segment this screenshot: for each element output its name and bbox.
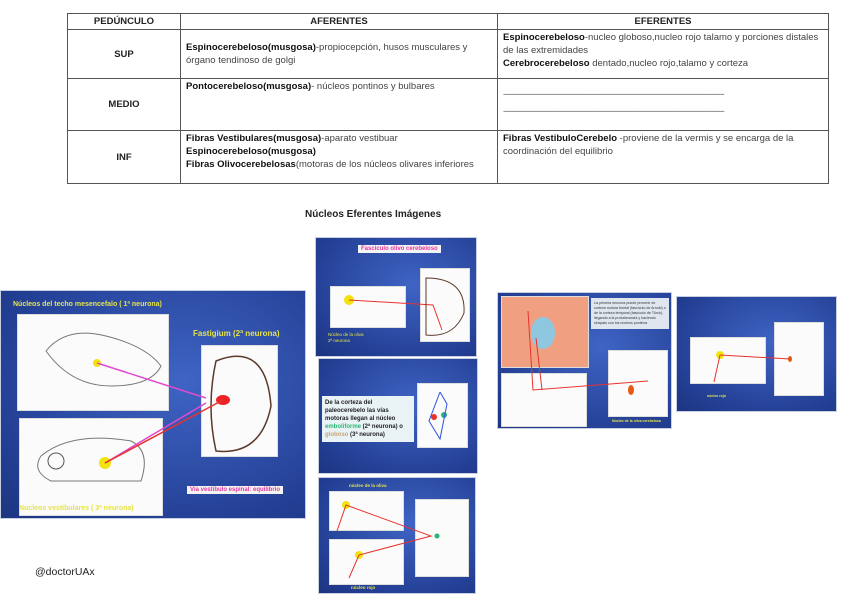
description: -proviene de la vermis y se encarga de l…	[503, 133, 794, 157]
medulla-image	[19, 418, 163, 516]
brainstem-image	[17, 314, 169, 411]
bold-term: Espinocerebeloso(musgosa)	[186, 42, 316, 53]
description: - núcleos pontinos y bulbares	[311, 81, 435, 92]
peduncle-cell: INF	[67, 130, 181, 184]
peduncle-cell: MEDIO	[67, 78, 181, 131]
description: dentado,nucleo rojo,talamo y corteza	[589, 58, 749, 69]
brainstem-image	[501, 373, 587, 427]
aferentes-cell: Fibras Vestibulares(musgosa)-aparato ves…	[180, 130, 498, 184]
eferentes-cell: ----------------------------------------…	[497, 78, 829, 131]
description: -aparato vestibuar	[321, 133, 398, 144]
slide-label: núcleo rojo	[351, 585, 376, 590]
slide-tag: Fasciculo olivo cerebeloso	[358, 245, 441, 253]
pathway-arrows	[344, 277, 465, 336]
slide-note: La primera neurona puede provenir de cor…	[591, 298, 669, 329]
slide-label: Núcleo de la oliva cerebelosa	[612, 419, 661, 423]
peduncle-cell: SUP	[67, 29, 181, 79]
medulla-image	[329, 491, 404, 531]
bold-term: Espinocerebeloso	[503, 32, 585, 43]
slide-red-nucleus: núcleo rojo	[676, 296, 837, 412]
slide-label: Núcleo de la oliva 2ª neurona	[328, 332, 364, 343]
eferentes-cell: Fibras VestibuloCerebelo -proviene de la…	[497, 130, 829, 184]
description: -propiocepción, husos musculares y órgan…	[186, 42, 468, 66]
pathway-arrows	[527, 310, 649, 395]
slide-label: Núcleos del techo mesencefalo ( 1ª neuro…	[13, 301, 162, 308]
slide-olivocerebellar: Fasciculo olivo cerebeloso Núcleo de la …	[315, 237, 477, 357]
bold-term: Fibras VestibuloCerebelo	[503, 133, 618, 144]
aferentes-cell: Espinocerebeloso(musgosa)-propiocepción,…	[180, 29, 498, 79]
slide-vestibulospinal: Núcleos del techo mesencefalo ( 1ª neuro…	[0, 290, 306, 519]
slide-label: núcleo de la oliva	[349, 483, 387, 488]
pathway-arrows	[336, 501, 440, 579]
slide-tag: Vía vestibulo espinal: equilibrio	[187, 486, 284, 494]
slide-pontocerebellar: La primera neurona puede provenir de cor…	[497, 292, 672, 429]
table-row: MEDIO Pontocerebeloso(musgosa)- núcleos …	[67, 78, 829, 131]
header-eferentes: EFERENTES	[497, 13, 829, 30]
description: -nucleo globoso,nucleo rojo talamo y por…	[503, 32, 819, 56]
bold-term: Cerebrocerebeloso	[503, 58, 590, 69]
pathway-arrows	[428, 391, 448, 441]
bold-term: Fibras Olivocerebelosas	[186, 159, 296, 170]
bold-term: Pontocerebeloso(musgosa)	[186, 81, 312, 92]
header-peduncle: PEDÚNCULO	[67, 13, 181, 30]
pathway-arrows	[37, 332, 272, 482]
slide-label: Fastigium (2ª neurona)	[193, 329, 280, 338]
slide-label: Nucleos vestibulares ( 3ª neurona)	[19, 505, 134, 512]
dash-line: ----------------------------------------…	[503, 106, 725, 117]
medulla-image	[330, 286, 406, 328]
dash-line: ----------------------------------------…	[503, 89, 725, 100]
bold-term: Fibras Vestibulares(musgosa)	[186, 133, 322, 144]
cerebellum-image	[417, 383, 468, 448]
description: (motoras de los núcleos olivares inferio…	[295, 159, 474, 170]
peduncle-table: PEDÚNCULO AFERENTES EFERENTES SUP Espino…	[67, 13, 829, 184]
brainstem-image	[690, 337, 766, 384]
author-credit: @doctorUAx	[35, 566, 95, 578]
section-caption: Núcleos Eferentes Imágenes	[305, 209, 442, 220]
slide-paleocerebellum: De la corteza del paleocerebelo las vías…	[318, 358, 478, 474]
table-row: SUP Espinocerebeloso(musgosa)-propiocepc…	[67, 29, 829, 79]
slide-rubrospinal: núcleo de la oliva núcleo rojo	[318, 477, 476, 594]
eferentes-cell: Espinocerebeloso-nucleo globoso,nucleo r…	[497, 29, 829, 79]
aferentes-cell: Pontocerebeloso(musgosa)- núcleos pontin…	[180, 78, 498, 131]
table-row: INF Fibras Vestibulares(musgosa)-aparato…	[67, 130, 829, 184]
pathway-arrows	[713, 351, 792, 383]
slide-note: De la corteza del paleocerebelo las vías…	[322, 396, 414, 442]
bold-term: Espinocerebeloso(musgosa)	[186, 146, 316, 157]
slide-label: núcleo rojo	[707, 394, 726, 398]
header-aferentes: AFERENTES	[180, 13, 498, 30]
